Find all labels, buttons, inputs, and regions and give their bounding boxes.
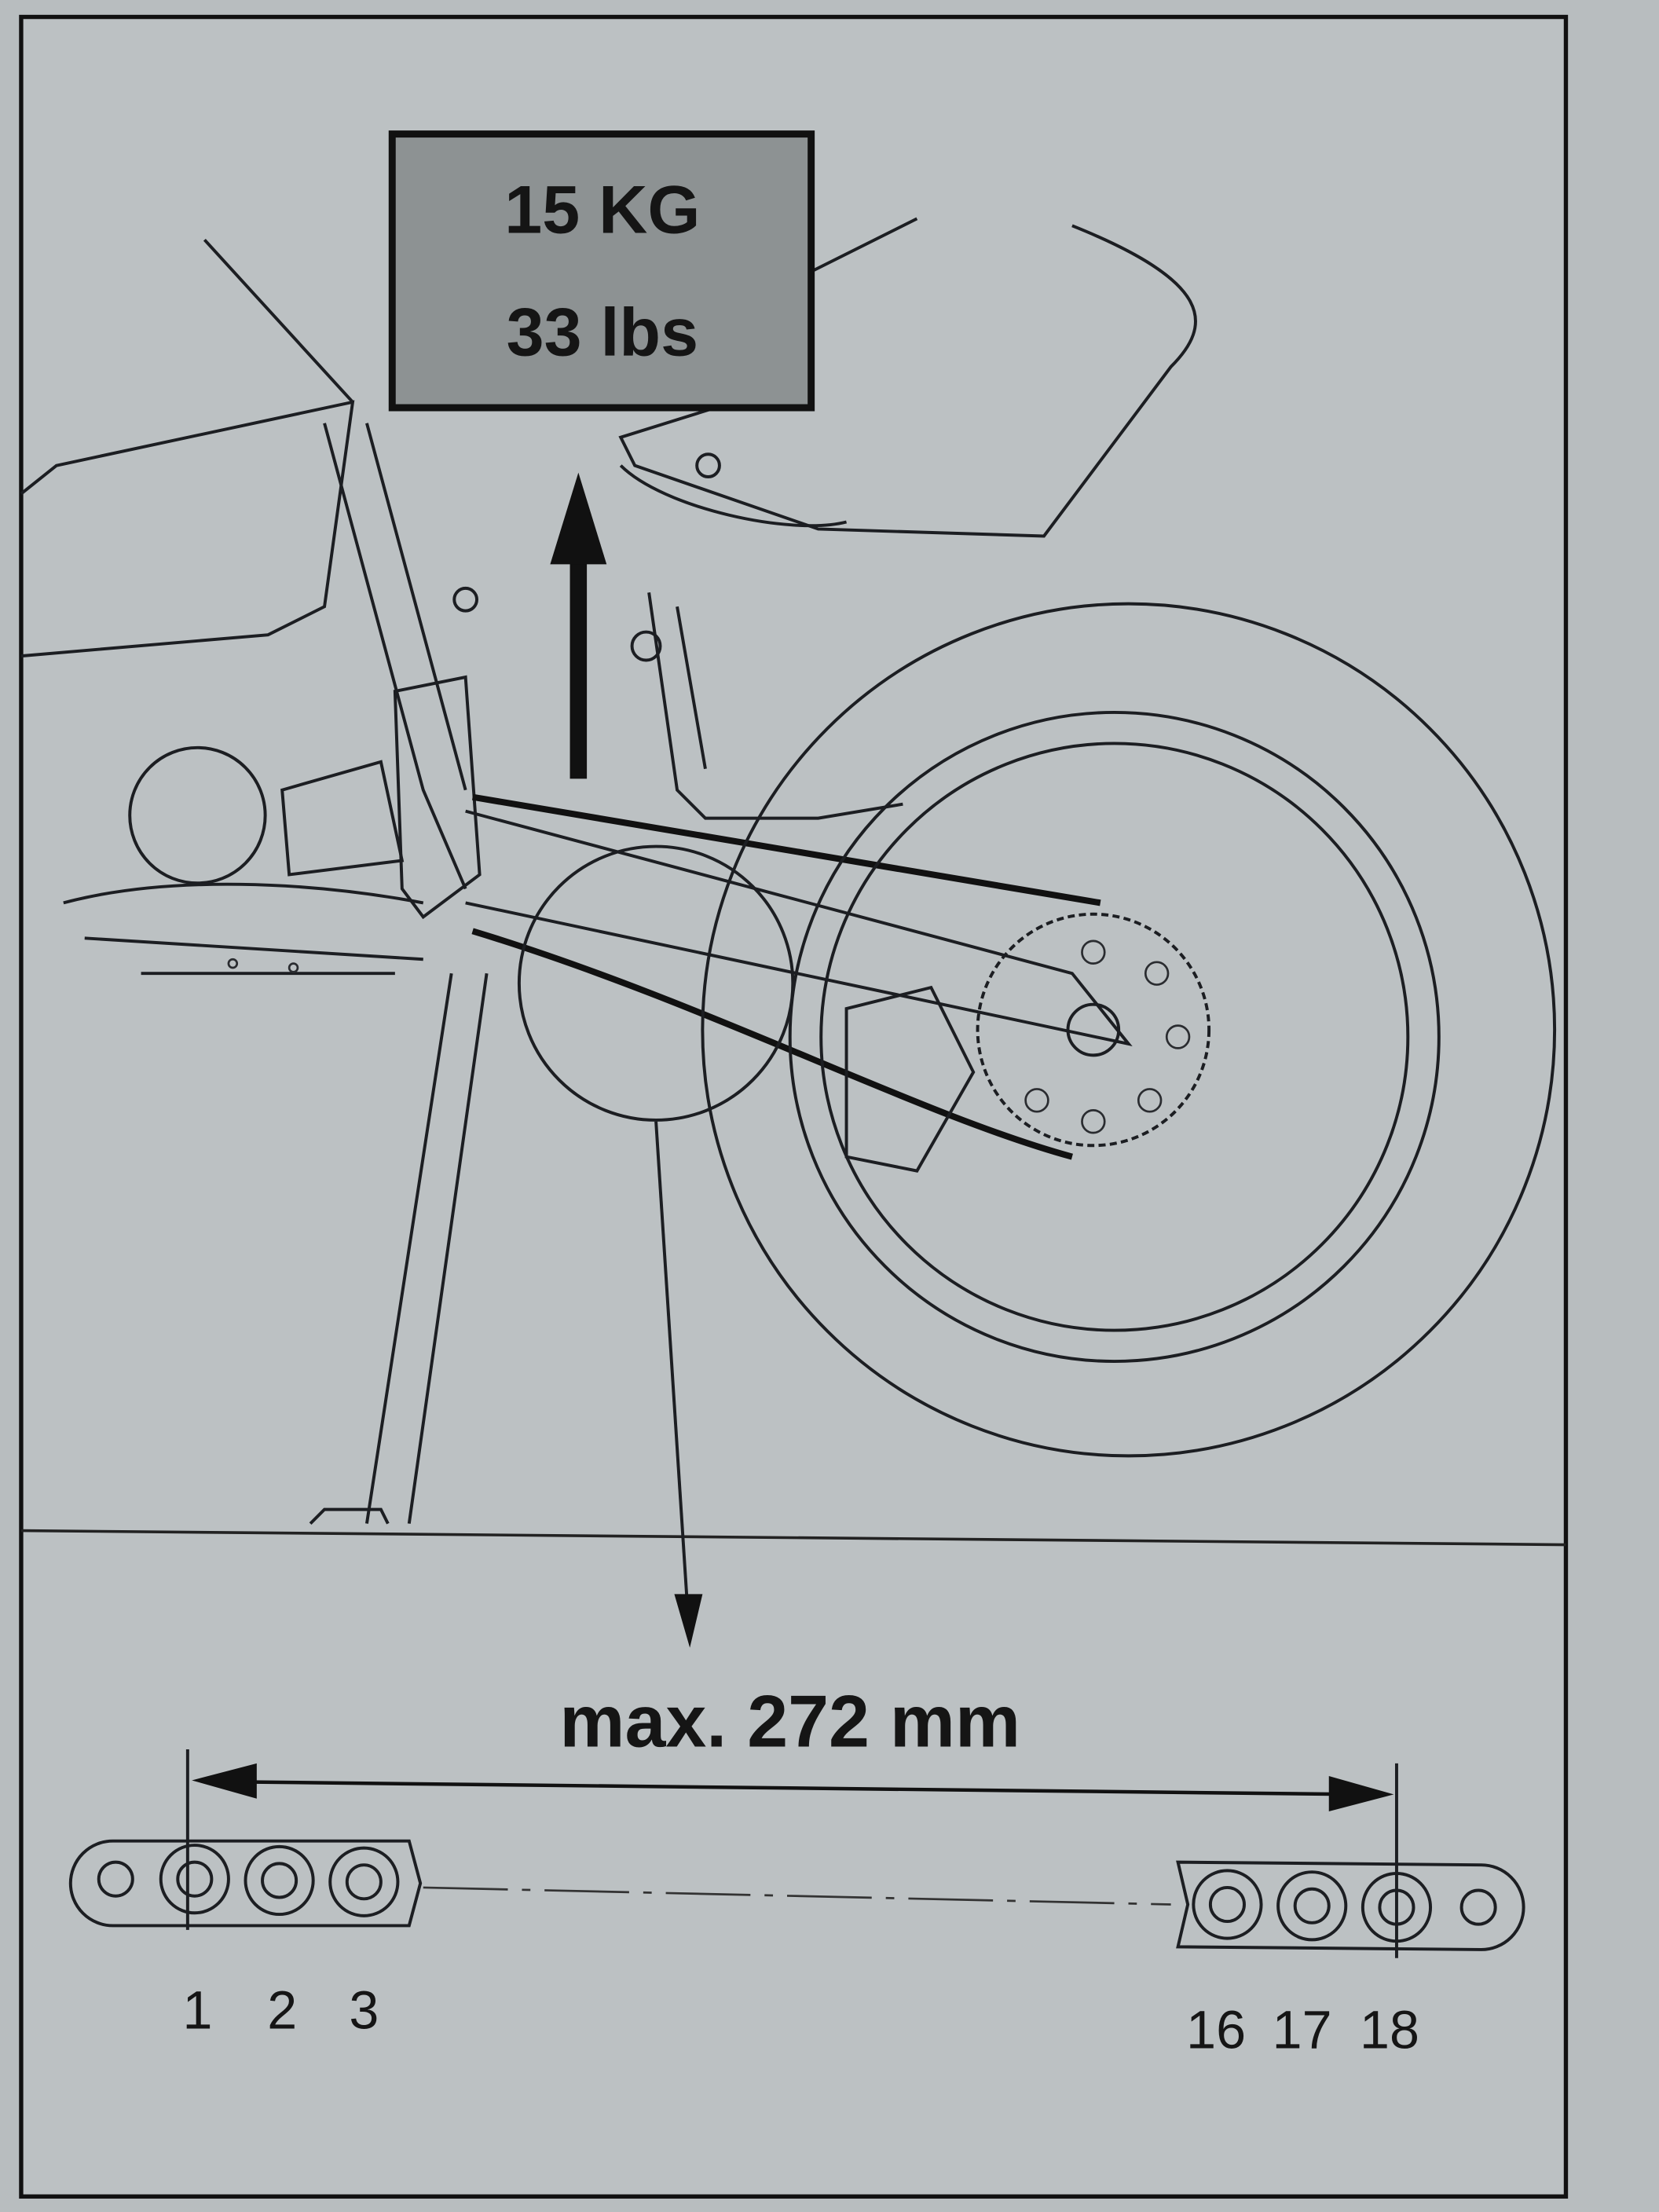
- lift-arrow-icon: [550, 472, 607, 779]
- motorcycle-drawing: [20, 217, 1557, 1525]
- chain-section-left: [68, 1839, 423, 1928]
- weight-box: [388, 130, 815, 412]
- pin-label-18: 18: [1360, 2001, 1419, 2060]
- chain-section-right: [1176, 1860, 1525, 1951]
- pin-label-3: 3: [349, 1981, 379, 2041]
- pin-label-1: 1: [182, 1981, 212, 2041]
- measurement-label: max. 272 mm: [559, 1679, 1020, 1762]
- weight-lbs-label: 33 lbs: [507, 295, 698, 371]
- pointer-arrow-icon: [654, 1121, 703, 1648]
- pin-label-16: 16: [1186, 2001, 1246, 2060]
- weight-kg-label: 15 KG: [504, 172, 700, 247]
- chain-continuation: [423, 1886, 1171, 1906]
- pin-label-17: 17: [1273, 2001, 1332, 2060]
- ground-line: [20, 1529, 1566, 1547]
- pin-label-2: 2: [267, 1981, 297, 2041]
